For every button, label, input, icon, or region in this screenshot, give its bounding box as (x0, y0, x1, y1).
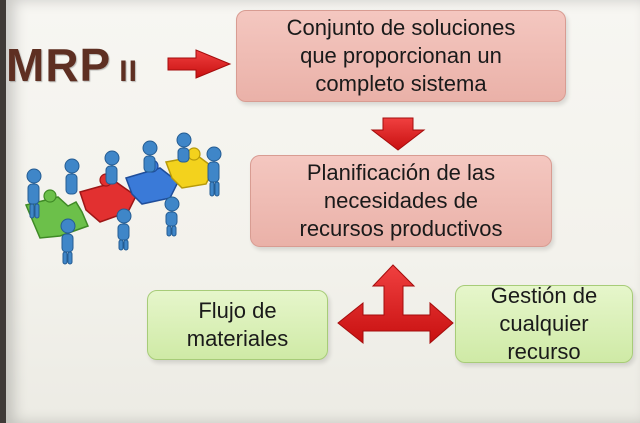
three-way-arrow-icon (337, 264, 454, 345)
title-sub: II (119, 55, 138, 88)
middle-box-text: Planificación de las necesidades de recu… (299, 160, 503, 241)
top-box: Conjunto de soluciones que proporcionan … (236, 10, 566, 102)
left-box: Flujo de materiales (147, 290, 328, 360)
title-main: MRP (6, 39, 112, 91)
right-box: Gestión de cualquier recurso (455, 283, 633, 364)
right-box-text: Gestión de cualquier recurso (490, 283, 598, 364)
teamwork-puzzle-illustration-icon (24, 132, 222, 265)
middle-box: Planificación de las necesidades de recu… (250, 155, 552, 247)
top-box-text: Conjunto de soluciones que proporcionan … (286, 15, 516, 96)
down-arrow-icon (370, 117, 426, 151)
left-box-text: Flujo de materiales (186, 298, 289, 351)
right-arrow-icon (167, 49, 232, 79)
